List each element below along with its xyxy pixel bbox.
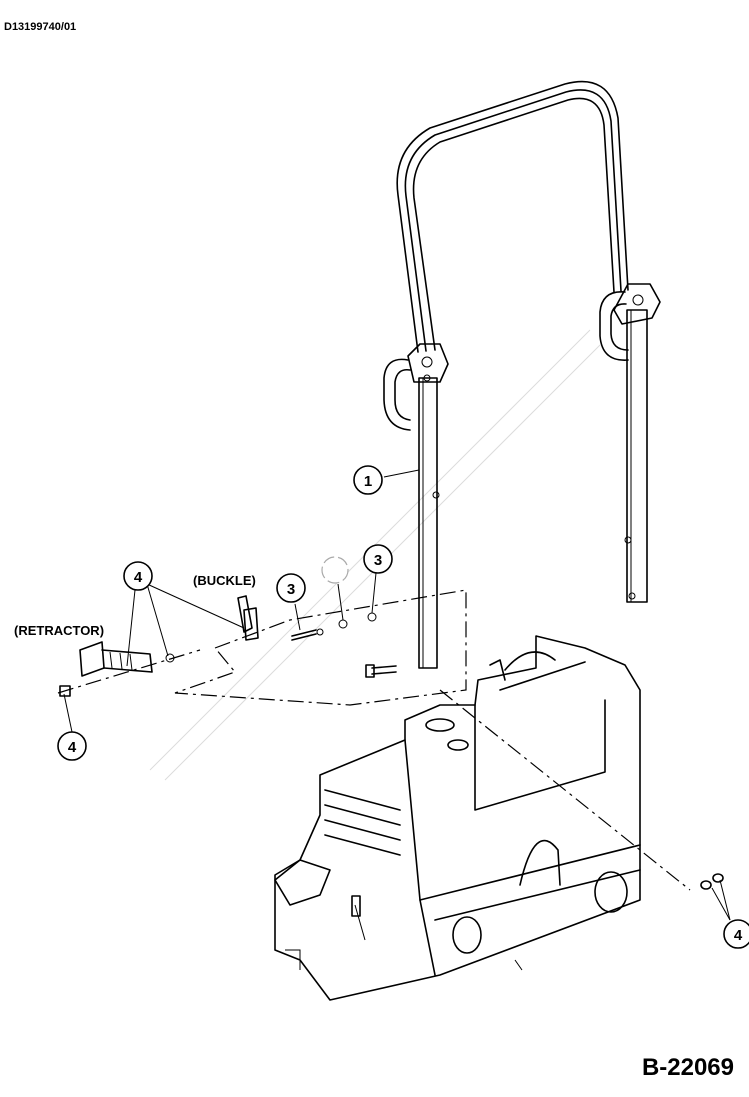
left-handle (383, 358, 411, 431)
retractor-label: (RETRACTOR) (14, 623, 104, 638)
svg-text:4: 4 (134, 569, 143, 586)
svg-text:3: 3 (374, 552, 382, 569)
leader-lines (63, 469, 731, 921)
buckle-label: (BUCKLE) (193, 573, 256, 588)
callout-3-left: 3 (276, 573, 306, 603)
callout-1: 1 (353, 465, 383, 495)
callout-4-bottom: 4 (57, 731, 87, 761)
svg-text:4: 4 (734, 927, 743, 944)
svg-text:3: 3 (287, 581, 295, 598)
svg-text:1: 1 (364, 473, 372, 490)
hardware-bolts (291, 612, 397, 678)
figure-number: B-22069 (641, 1054, 734, 1081)
right-upright (626, 309, 648, 603)
right-handle (599, 291, 629, 361)
callout-4-right: 4 (723, 919, 749, 949)
mounting-plane (57, 589, 691, 891)
rops-frame (383, 80, 661, 669)
machine-body (274, 635, 641, 1001)
retractor-part (59, 641, 175, 697)
callout-4-top: 4 (123, 561, 153, 591)
buckle-part (237, 595, 259, 641)
callout-3-right: 3 (363, 544, 393, 574)
document-id: D13199740/01 (4, 21, 77, 33)
left-hinge (407, 343, 449, 383)
callout-faint (321, 556, 349, 584)
nuts-right (700, 873, 724, 890)
svg-text:4: 4 (68, 739, 77, 756)
right-hinge (613, 283, 661, 325)
